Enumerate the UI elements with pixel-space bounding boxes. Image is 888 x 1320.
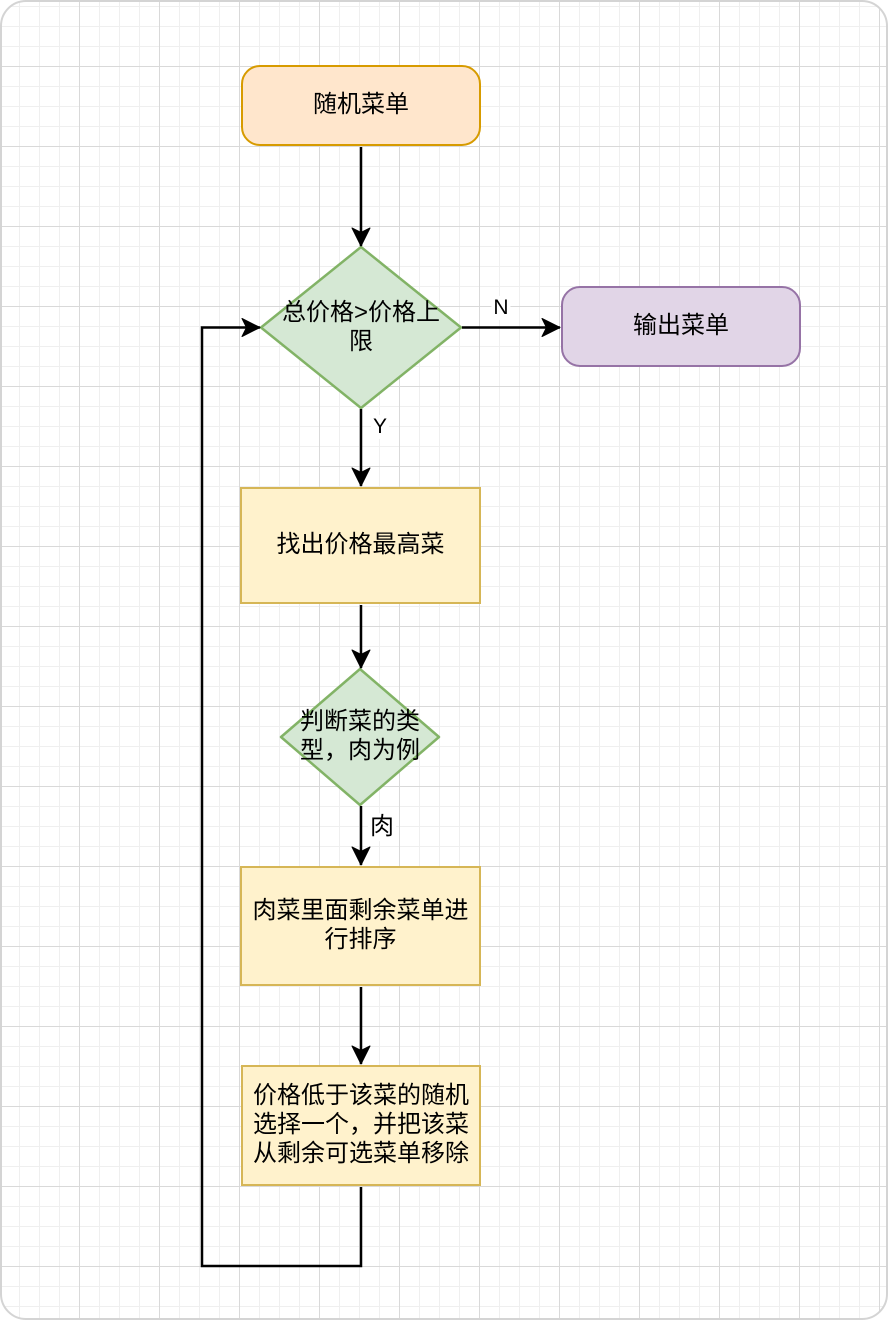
decision-price-shape[interactable] [259,245,463,410]
edge-label-meat: 肉 [368,813,396,841]
node-sort-remaining-label: 肉菜里面剩余菜单进行排序 [252,897,469,953]
edge-loop-back [200,318,363,1268]
decision-type-shape[interactable] [279,667,441,807]
node-decision-price-label: 总价格>价格上限 [281,298,440,355]
node-pick-replace-label: 价格低于该菜的随机选择一个，并把该菜从剩余可选菜单移除 [253,1082,469,1167]
edge-label-no: N [491,295,511,321]
node-output-label: 输出菜单 [633,312,729,340]
node-start-label: 随机菜单 [313,91,409,119]
node-find-max-label: 找出价格最高菜 [276,531,445,559]
node-pick-replace[interactable]: 价格低于该菜的随机选择一个，并把该菜从剩余可选菜单移除 [241,1065,481,1186]
edge-label-yes: Y [370,414,390,440]
node-start[interactable]: 随机菜单 [241,65,481,146]
node-find-max[interactable]: 找出价格最高菜 [240,487,481,604]
node-sort-remaining[interactable]: 肉菜里面剩余菜单进行排序 [240,866,481,986]
node-output[interactable]: 输出菜单 [561,286,801,367]
node-decision-type-label: 判断菜的类型，肉为例 [300,708,420,764]
